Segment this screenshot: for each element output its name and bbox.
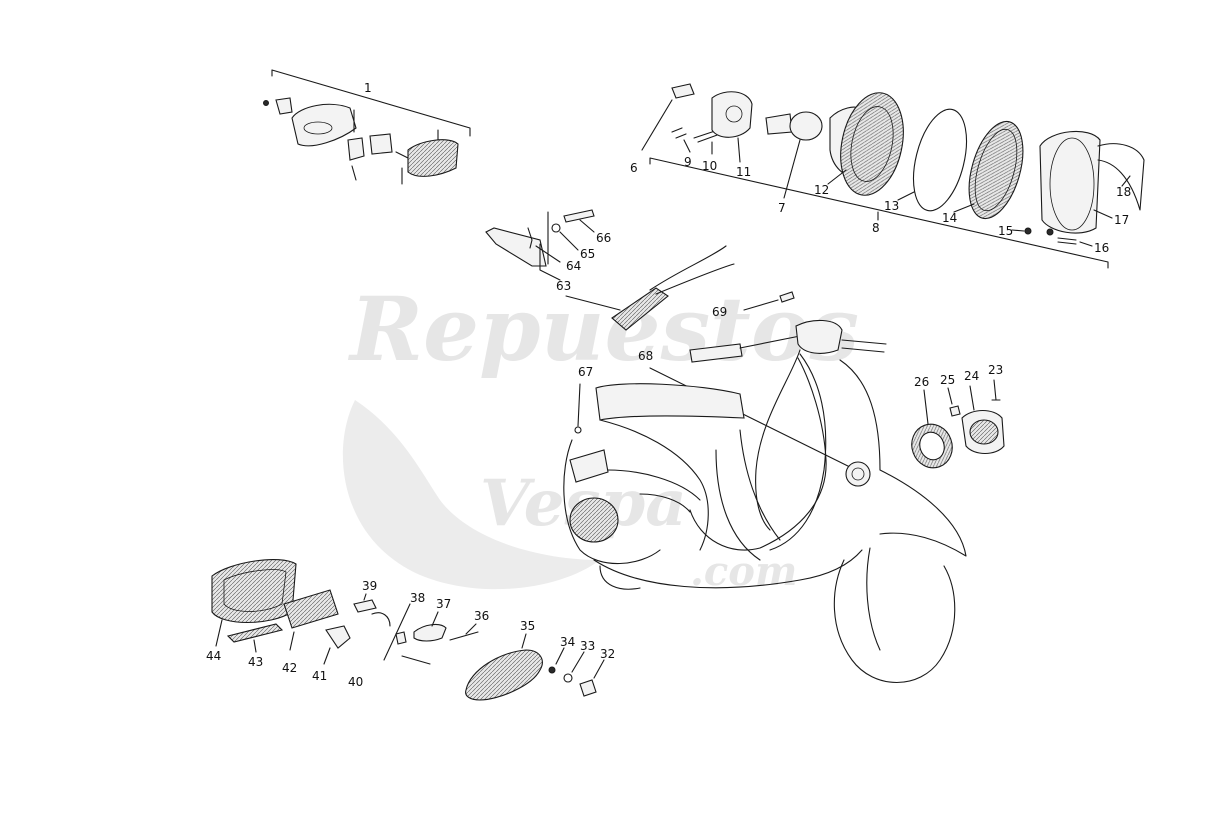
label-8: 8 [872, 221, 880, 235]
part-1-bracket [271, 69, 471, 137]
part-41-bracket [325, 625, 351, 649]
label-67: 67 [578, 365, 593, 379]
part-6-clip [671, 83, 695, 99]
label-11: 11 [736, 165, 751, 179]
seat [595, 383, 745, 421]
label-41: 41 [312, 669, 327, 683]
label-35: 35 [520, 619, 535, 633]
label-37: 37 [436, 597, 451, 611]
part-42-lens [283, 589, 339, 629]
part-67-screw [574, 426, 582, 434]
watermark-brand: Repuestos [347, 277, 859, 381]
part-1-switch-assembly: 1 [263, 69, 471, 185]
scooter-outline [563, 319, 967, 683]
label-7: 7 [778, 201, 786, 215]
part-65-washer [551, 223, 561, 233]
label-1: 1 [364, 81, 372, 95]
part-14-lens [968, 120, 1024, 220]
label-15: 15 [998, 224, 1013, 238]
label-66: 66 [596, 231, 611, 245]
label-65: 65 [580, 247, 595, 261]
headlamp-assembly: 6 9 10 11 7 12 13 14 17 18 [630, 83, 1145, 269]
label-24: 24 [964, 369, 979, 383]
part-12-reflector [840, 92, 904, 196]
label-18: 18 [1116, 185, 1131, 199]
part-7-bulb [789, 111, 823, 141]
part-69-terminal [779, 291, 795, 303]
part-40-wire [371, 612, 391, 627]
part-15-nut [1024, 227, 1032, 235]
switch-body [407, 139, 459, 177]
label-39: 39 [362, 579, 377, 593]
part-8-bracket [649, 157, 1109, 269]
part-38-socket [395, 631, 407, 645]
part-34-nut [548, 666, 556, 674]
horn [845, 461, 871, 487]
part-66-bolt [563, 209, 595, 223]
label-42: 42 [282, 661, 297, 675]
label-38: 38 [410, 591, 425, 605]
label-25: 25 [940, 373, 955, 387]
label-44: 44 [206, 649, 221, 663]
part-25-clip [949, 405, 961, 417]
handlebar-grip-left [689, 343, 743, 363]
label-13: 13 [884, 199, 899, 213]
part-33-washer [563, 673, 573, 683]
label-23: 23 [988, 363, 1003, 377]
switch-cover [291, 103, 357, 147]
part-17-rim [1039, 130, 1101, 234]
part-43-gasket [226, 623, 284, 643]
part-35-reflector [465, 649, 543, 701]
license-bracket-parts: 63 64 65 66 [485, 209, 611, 293]
handlebar-headset [795, 319, 843, 354]
part-13-ring [912, 108, 968, 212]
watermark: Repuestos Vespa .com [342, 277, 859, 595]
part-32-screw [579, 679, 597, 697]
label-36: 36 [474, 609, 489, 623]
label-43: 43 [248, 655, 263, 669]
label-16: 16 [1094, 241, 1109, 255]
tail-light-parts: 44 43 42 41 39 40 38 37 36 35 34 33 [206, 558, 615, 701]
rear-wheel-cover [569, 497, 619, 543]
label-6: 6 [630, 161, 638, 175]
label-26: 26 [914, 375, 929, 389]
label-69: 69 [712, 305, 727, 319]
part-23-screw [991, 379, 1001, 401]
label-12: 12 [814, 183, 829, 197]
label-9: 9 [684, 155, 692, 169]
label-64: 64 [566, 259, 581, 273]
part-39-clip [353, 599, 377, 613]
part-11-bulb-holder [711, 91, 753, 138]
tail-light-housing [569, 449, 609, 483]
label-34: 34 [560, 635, 575, 649]
label-63: 63 [556, 279, 571, 293]
label-40: 40 [348, 675, 363, 689]
label-32: 32 [600, 647, 615, 661]
label-10: 10 [702, 159, 717, 173]
part-18-visor [1097, 143, 1145, 211]
horn-parts: 26 24 25 23 [911, 363, 1005, 469]
part-7-bulb-base [765, 113, 793, 135]
part-37-bulb-holder [413, 623, 447, 642]
part-36-screws [401, 631, 479, 665]
part-63-plate [485, 227, 547, 267]
part-68-switch [611, 287, 669, 331]
watermark-leaf-shape [342, 400, 600, 590]
label-14: 14 [942, 211, 957, 225]
label-17: 17 [1114, 213, 1129, 227]
label-33: 33 [580, 639, 595, 653]
label-68: 68 [638, 349, 653, 363]
